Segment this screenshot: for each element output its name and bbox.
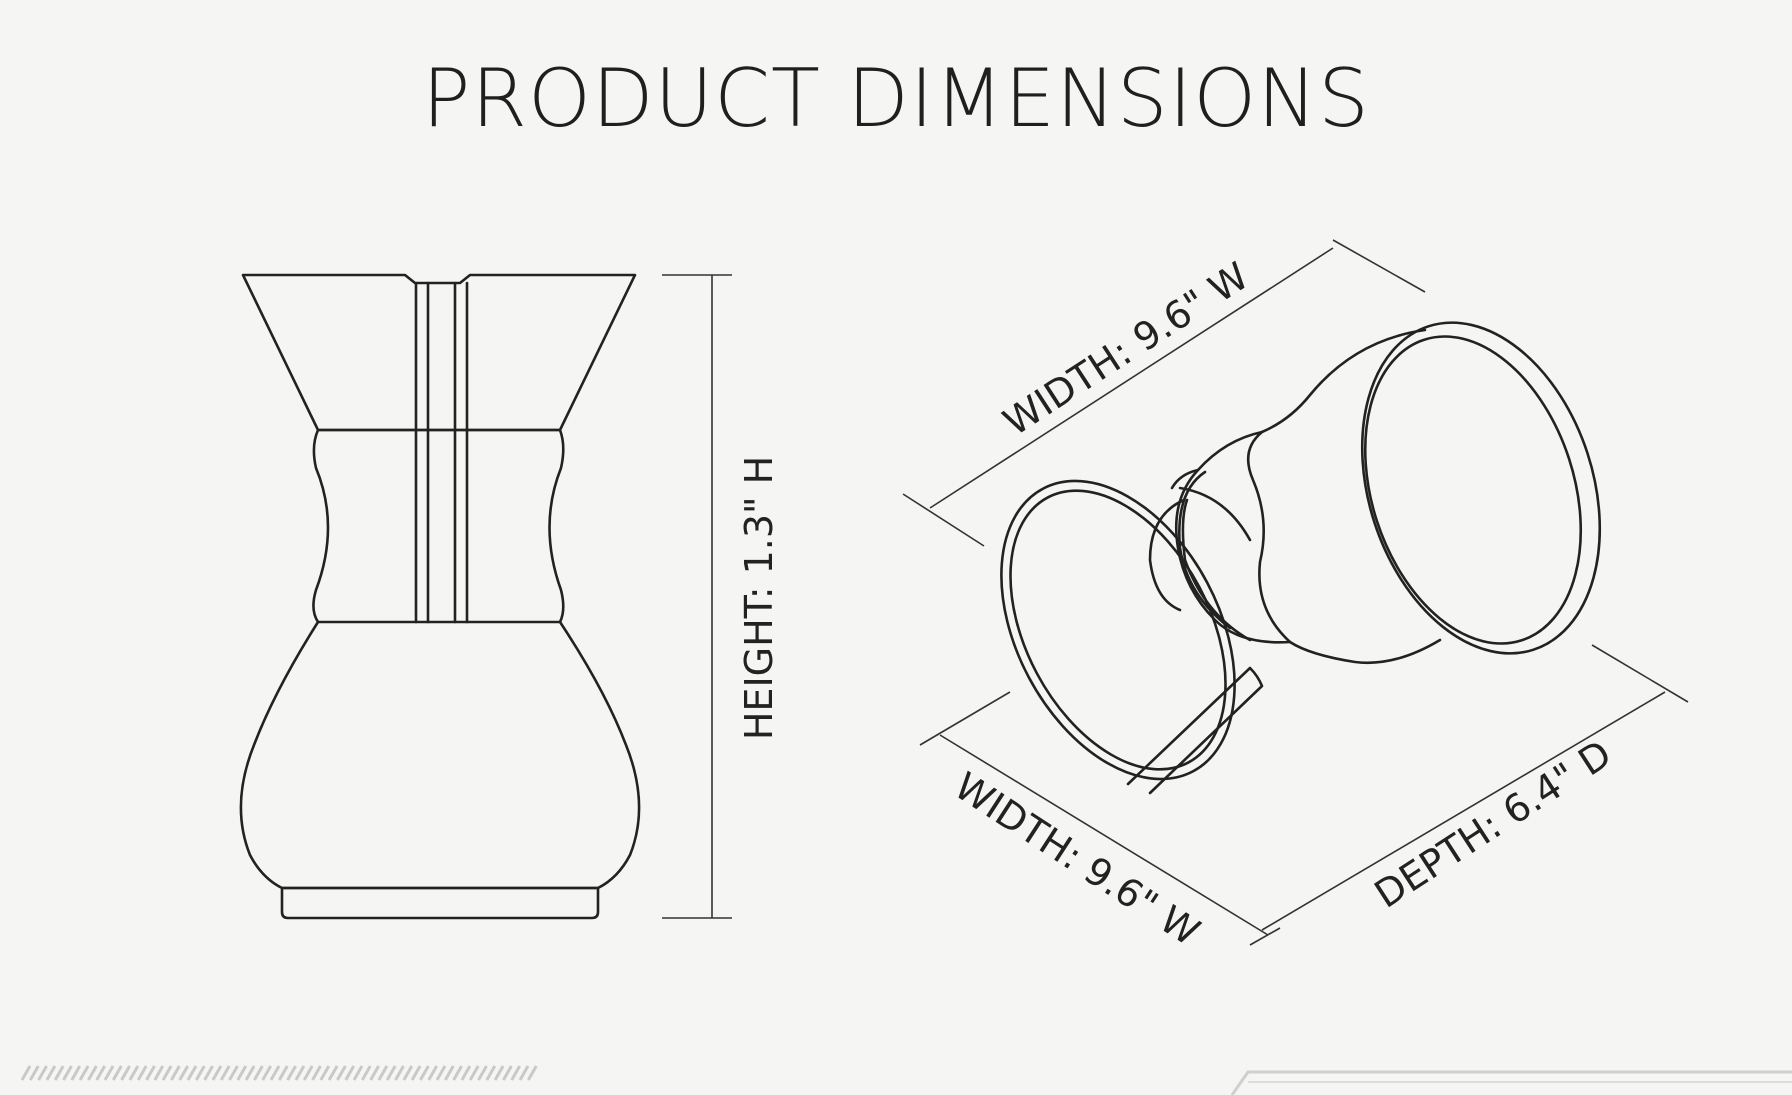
height-label: HEIGHT: 1.3" H xyxy=(737,456,781,740)
depth-dimension: DEPTH: 6.4" D xyxy=(1261,644,1689,931)
page-title: PRODUCT DIMENSIONS xyxy=(422,52,1370,145)
decorative-bottom-rail xyxy=(1230,1070,1792,1095)
height-dimension: HEIGHT: 1.3" H xyxy=(662,274,781,919)
width-top-dimension: WIDTH: 9.6" W xyxy=(902,239,1426,547)
carafe-iso-view xyxy=(1000,321,1602,795)
carafe-handle-strip xyxy=(414,281,469,624)
carafe-upper-cone xyxy=(241,273,637,432)
carafe-front-view xyxy=(239,273,641,920)
carafe-iso-funnel-rim xyxy=(1000,479,1236,781)
carafe-wood-collar xyxy=(312,428,565,624)
carafe-base xyxy=(280,886,600,920)
width-bottom-label: WIDTH: 9.6" W xyxy=(947,764,1208,955)
carafe-iso-base-outer xyxy=(1360,321,1602,655)
width-top-label: WIDTH: 9.6" W xyxy=(996,254,1257,445)
depth-label: DEPTH: 6.4" D xyxy=(1367,732,1619,917)
carafe-iso-body xyxy=(1246,328,1442,665)
carafe-lower-body xyxy=(239,620,641,890)
carafe-iso-handle xyxy=(1126,666,1264,795)
carafe-iso-collar xyxy=(1174,430,1292,644)
decorative-hatch-strip xyxy=(20,1065,538,1081)
